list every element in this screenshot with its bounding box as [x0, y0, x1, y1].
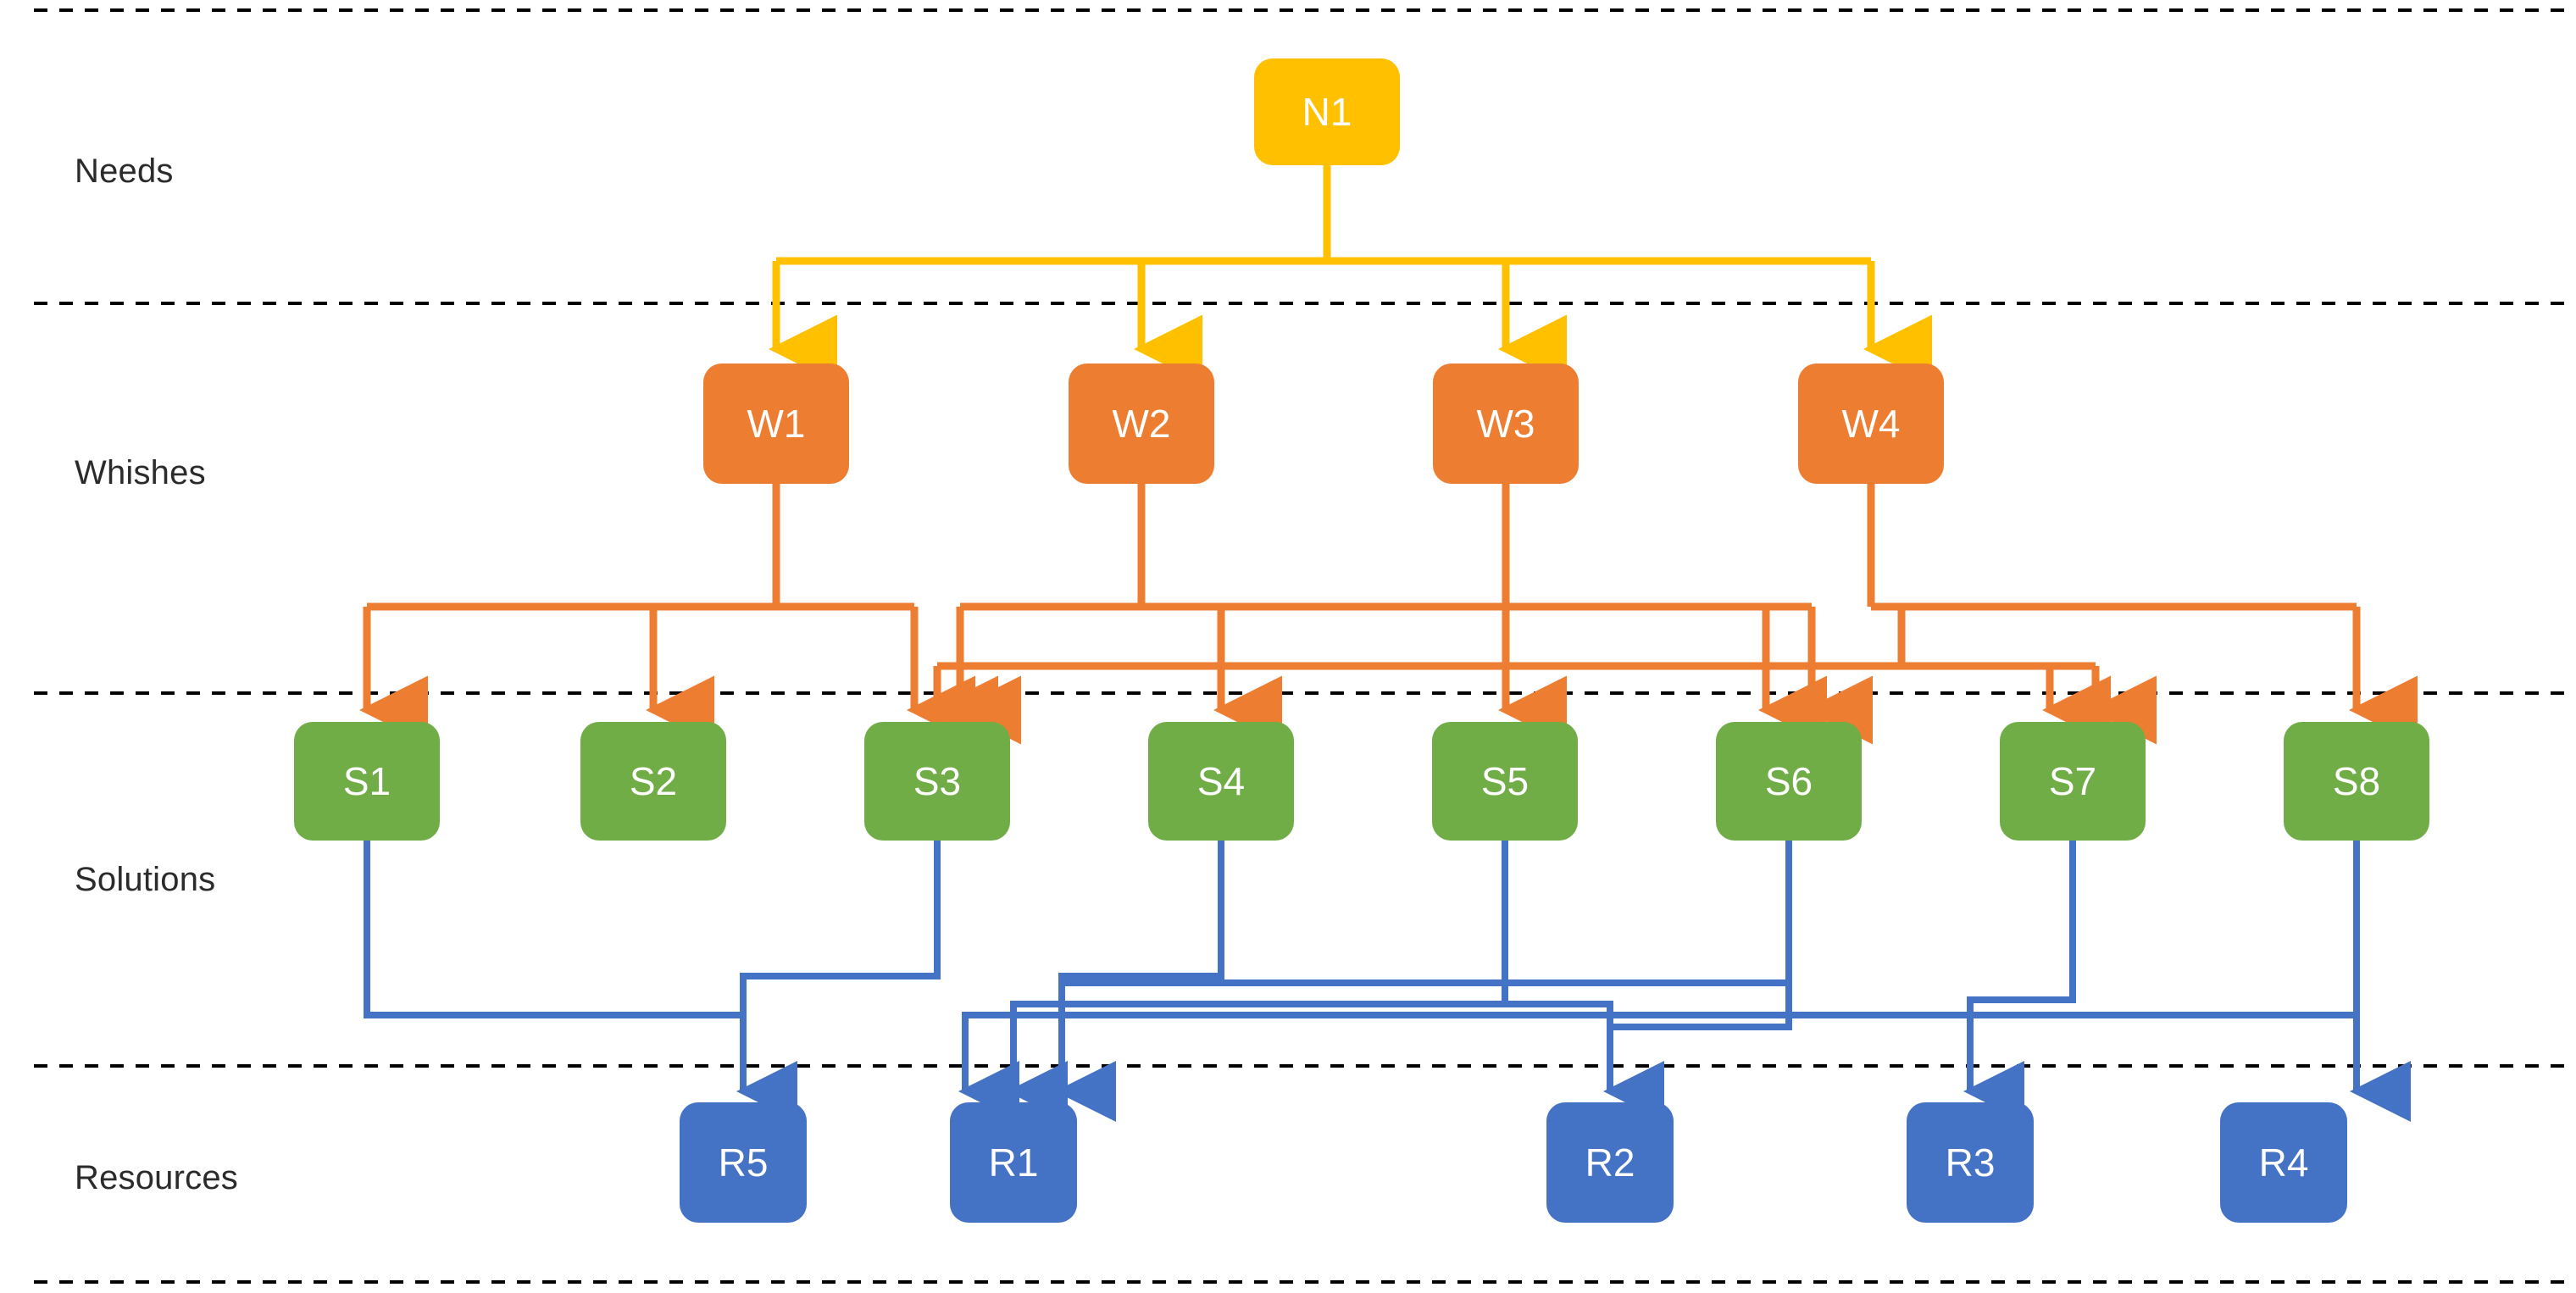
node-label: S3: [913, 759, 961, 803]
edges-whishes-to-solutions: [359, 484, 2418, 745]
node-label: S1: [343, 759, 391, 803]
band-label-resources: Resources: [75, 1159, 238, 1196]
node-S2[interactable]: S2: [580, 722, 726, 841]
node-W2[interactable]: W2: [1069, 363, 1214, 484]
node-label: W3: [1477, 402, 1535, 446]
node-label: S7: [2049, 759, 2096, 803]
edge-s4-r1: [1055, 841, 1224, 1122]
band-label-solutions: Solutions: [75, 861, 216, 898]
node-label: W1: [747, 402, 806, 446]
edge-s7-r3: [1963, 841, 2076, 1122]
edge-s1-r5: [364, 841, 797, 1122]
edge-s6-r2: [1610, 983, 1792, 1030]
edge-s5-r1: [1007, 841, 1508, 1122]
node-label: R1: [989, 1140, 1039, 1185]
edges-solutions-to-resources: [364, 841, 2411, 1122]
node-group-whishes: W1 W2 W3 W4: [703, 363, 1944, 484]
edge-s6-r1: [1062, 841, 1792, 986]
node-label: R2: [1585, 1140, 1635, 1185]
edge-s5-r2: [1505, 1001, 1664, 1122]
node-W4[interactable]: W4: [1798, 363, 1944, 484]
node-N1[interactable]: N1: [1254, 58, 1400, 165]
node-S5[interactable]: S5: [1432, 722, 1578, 841]
node-label: W2: [1113, 402, 1171, 446]
node-S1[interactable]: S1: [294, 722, 440, 841]
node-R2[interactable]: R2: [1546, 1102, 1674, 1223]
node-W3[interactable]: W3: [1433, 363, 1579, 484]
node-label: S8: [2333, 759, 2380, 803]
edge-s3-r5: [740, 841, 941, 1015]
band-label-needs: Needs: [75, 153, 174, 190]
band-label-whishes: Whishes: [75, 454, 206, 491]
node-R3[interactable]: R3: [1907, 1102, 2034, 1223]
node-R4[interactable]: R4: [2220, 1102, 2347, 1223]
node-S3[interactable]: S3: [864, 722, 1010, 841]
node-label: S4: [1197, 759, 1245, 803]
node-R5[interactable]: R5: [680, 1102, 807, 1223]
node-group-solutions: S1 S2 S3 S4 S5 S6: [294, 722, 2429, 841]
node-S6[interactable]: S6: [1716, 722, 1862, 841]
node-S8[interactable]: S8: [2284, 722, 2429, 841]
node-group-resources: R5 R1 R2 R3 R4: [680, 1102, 2347, 1223]
node-label: S5: [1481, 759, 1529, 803]
edge-s8-r1: [958, 1012, 2357, 1122]
node-W1[interactable]: W1: [703, 363, 849, 484]
node-label: R5: [719, 1140, 769, 1185]
edges-needs-to-whishes: [769, 165, 1932, 384]
node-label: N1: [1302, 90, 1352, 134]
band-dividers: [34, 8, 2568, 1284]
node-R1[interactable]: R1: [950, 1102, 1077, 1223]
node-label: S2: [630, 759, 677, 803]
node-label: R3: [1946, 1140, 1996, 1185]
node-label: S6: [1765, 759, 1813, 803]
node-S7[interactable]: S7: [2000, 722, 2146, 841]
node-group-needs: N1: [1254, 58, 1400, 165]
node-label: R4: [2259, 1140, 2309, 1185]
node-S4[interactable]: S4: [1148, 722, 1294, 841]
node-label: W4: [1842, 402, 1901, 446]
